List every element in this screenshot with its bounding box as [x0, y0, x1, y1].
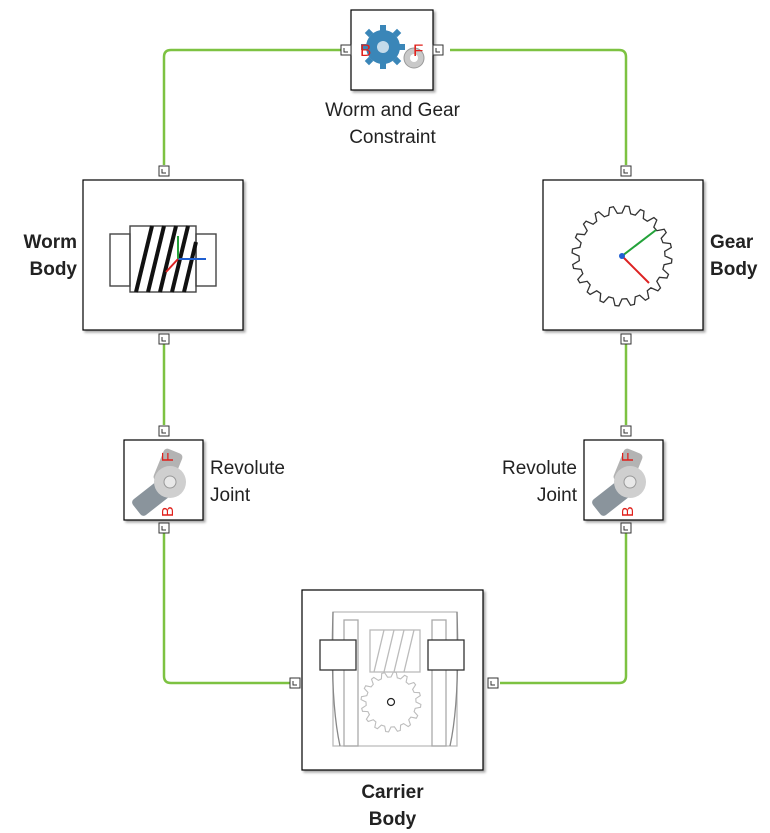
- worm-gear-constraint-label: Worm and Gear Constraint: [300, 97, 485, 151]
- worm-gear-constraint-block[interactable]: B F: [350, 9, 434, 91]
- worm-body-label: Worm Body: [0, 229, 77, 283]
- constraint-port-b[interactable]: [340, 44, 352, 56]
- carrier-body-label-line1: Carrier: [361, 782, 424, 803]
- revolute-joint-left-label: Revolute Joint: [210, 455, 320, 509]
- carrier-gear-icon: [360, 671, 422, 733]
- gear-body-block[interactable]: [542, 179, 704, 331]
- carrier-body-label-line2: Body: [368, 809, 417, 830]
- revolute-right-port-top[interactable]: [620, 425, 632, 437]
- revolute-joint-icon: [132, 448, 186, 516]
- carrier-port-left[interactable]: [289, 677, 301, 689]
- gear-outline: [360, 671, 422, 733]
- revolute-joint-left-block[interactable]: F B: [123, 439, 204, 521]
- gear-body-label-line2: Body: [710, 259, 758, 280]
- worm-icon: [109, 225, 217, 293]
- constraint-port-b-letter: B: [360, 41, 371, 60]
- gear-body-port-bottom[interactable]: [620, 333, 632, 345]
- worm-body-label-line1: Worm: [23, 232, 77, 253]
- carrier-frame-origin-icon: [386, 697, 396, 707]
- revolute-joint-right-block[interactable]: F B: [583, 439, 664, 521]
- revolute-right-label-line2: Joint: [536, 485, 577, 506]
- worm-body-block[interactable]: [82, 179, 244, 331]
- connection-revolute-to-carrier-left[interactable]: [162, 533, 290, 685]
- revolute-right-port-bottom[interactable]: [620, 522, 632, 534]
- gear-frame-axes-icon: [619, 229, 657, 284]
- carrier-body-label: Carrier Body: [320, 779, 465, 833]
- revolute-left-port-b-letter: B: [160, 506, 177, 517]
- worm-body-port-top[interactable]: [158, 165, 170, 177]
- revolute-left-label-line1: Revolute: [210, 458, 285, 479]
- revolute-left-label-line2: Joint: [210, 485, 251, 506]
- gear-pair-icon: [361, 25, 425, 69]
- revolute-left-port-f-letter: F: [160, 452, 177, 462]
- carrier-housing-icon: [319, 611, 465, 747]
- spur-gear-icon: [571, 205, 673, 307]
- revolute-right-port-b-letter: B: [620, 506, 637, 517]
- constraint-label-line1: Worm and Gear: [325, 100, 460, 121]
- gear-body-label: Gear Body: [710, 229, 770, 283]
- worm-body-label-line2: Body: [29, 259, 78, 280]
- revolute-left-port-bottom[interactable]: [158, 522, 170, 534]
- gear-body-port-top[interactable]: [620, 165, 632, 177]
- revolute-right-label-line1: Revolute: [502, 458, 577, 479]
- constraint-port-f[interactable]: [432, 44, 444, 56]
- revolute-right-port-f-letter: F: [620, 452, 637, 462]
- constraint-label-line2: Constraint: [349, 127, 436, 148]
- carrier-body-block[interactable]: [301, 589, 484, 771]
- constraint-port-f-letter: F: [413, 41, 423, 60]
- worm-body-port-bottom[interactable]: [158, 333, 170, 345]
- revolute-joint-right-label: Revolute Joint: [460, 455, 577, 509]
- carrier-port-right[interactable]: [487, 677, 499, 689]
- revolute-left-port-top[interactable]: [158, 425, 170, 437]
- gear-body-label-line1: Gear: [710, 232, 754, 253]
- gear-outline: [571, 205, 673, 307]
- worm-frame-axes-icon: [165, 236, 206, 273]
- connection-constraint-to-worm-body[interactable]: [162, 48, 342, 165]
- connection-revolute-to-carrier-right[interactable]: [500, 533, 628, 685]
- revolute-joint-icon: [592, 448, 646, 516]
- connection-constraint-to-gear-body[interactable]: [450, 48, 628, 165]
